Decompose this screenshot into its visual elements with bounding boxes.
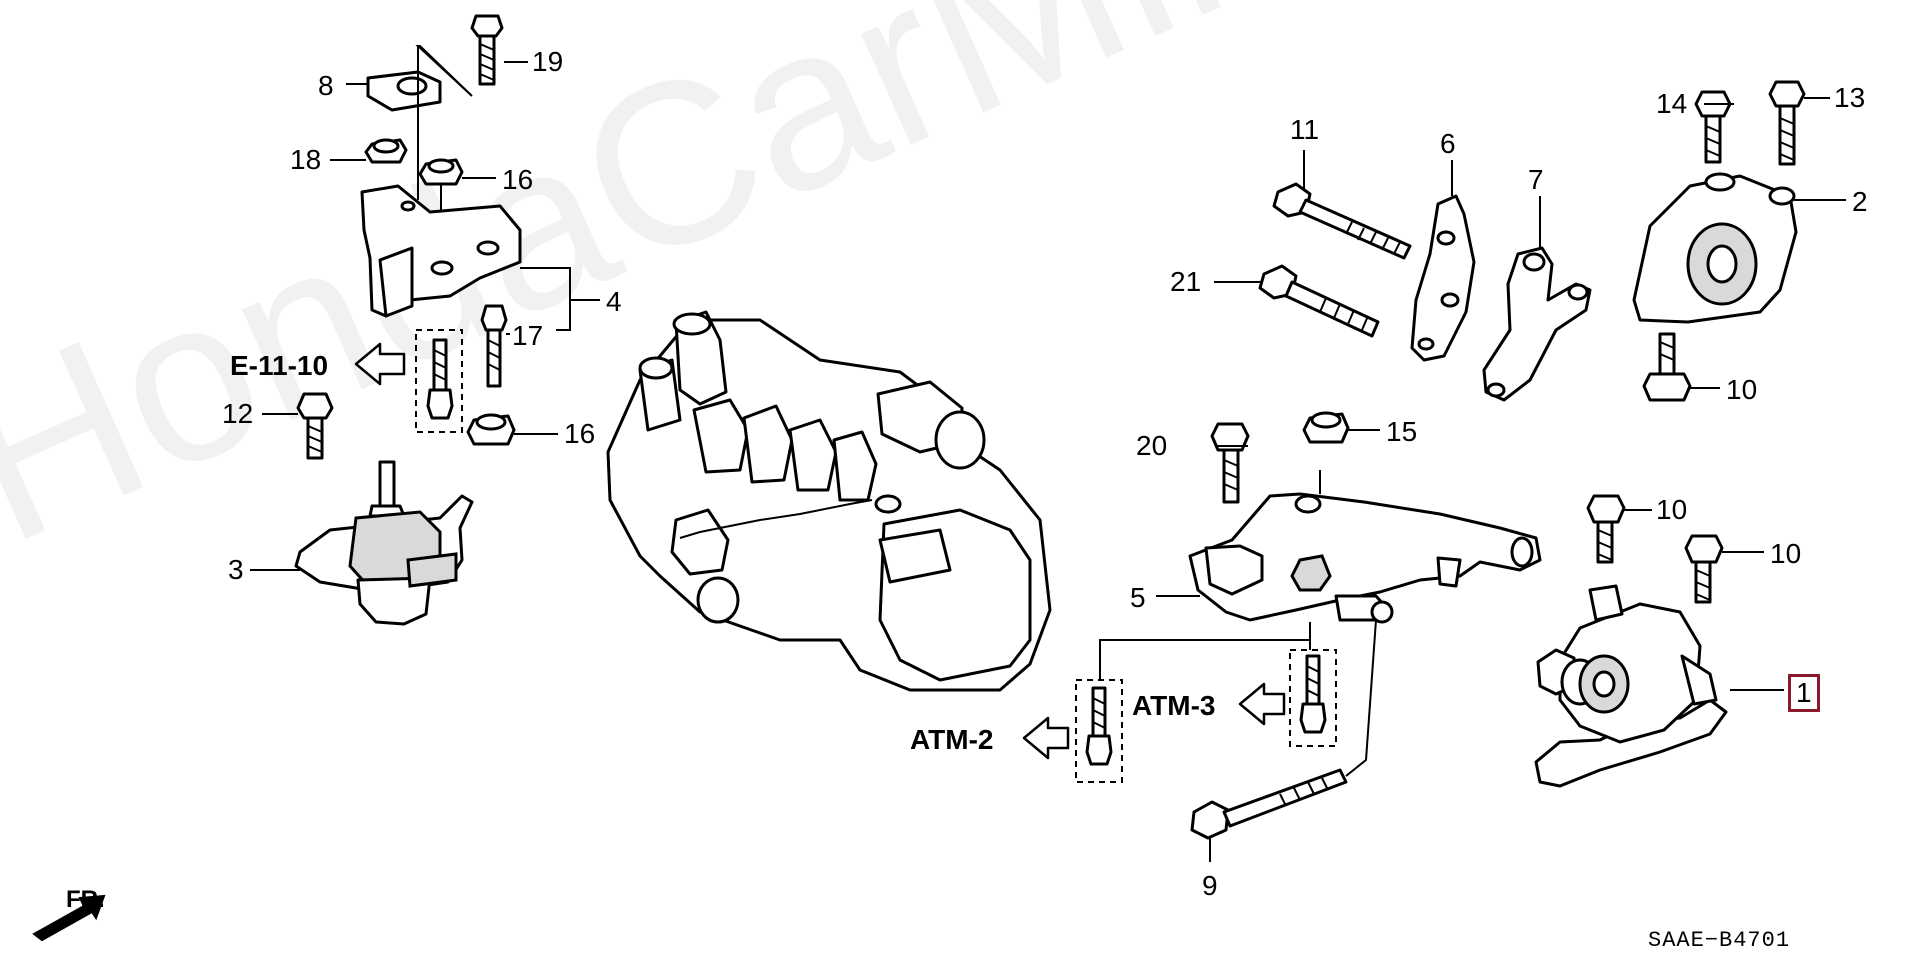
part-6-bracket[interactable] xyxy=(1410,194,1476,362)
atm-3-stud xyxy=(1299,654,1327,734)
callout-14[interactable]: 14 xyxy=(1656,88,1688,119)
callout-16-lower[interactable]: 16 xyxy=(564,418,596,449)
part-4-bracket[interactable] xyxy=(360,184,522,318)
part-12-bolt[interactable] xyxy=(296,392,334,460)
part-8-bracket[interactable] xyxy=(366,70,442,112)
leader-lines xyxy=(250,61,1846,862)
callout-2[interactable]: 2 xyxy=(1852,186,1868,217)
callout-9[interactable]: 9 xyxy=(1202,870,1218,901)
callout-17[interactable]: 17 xyxy=(512,320,544,351)
part-11-bolt[interactable] xyxy=(1272,182,1412,260)
callout-8[interactable]: 8 xyxy=(318,70,334,101)
part-17-stud[interactable] xyxy=(480,304,508,388)
callout-7[interactable]: 7 xyxy=(1528,164,1544,195)
part-3-mount[interactable] xyxy=(294,460,474,626)
callout-21[interactable]: 21 xyxy=(1170,266,1202,297)
engine-block xyxy=(606,310,1052,692)
ref-e-11-10[interactable]: E-11-10 xyxy=(230,350,329,381)
part-5-mount[interactable] xyxy=(1188,492,1542,624)
part-19-bolt[interactable] xyxy=(470,14,504,86)
callout-3[interactable]: 3 xyxy=(228,554,244,585)
callout-19[interactable]: 19 xyxy=(532,46,564,77)
callout-16-upper[interactable]: 16 xyxy=(502,164,534,195)
callout-6[interactable]: 6 xyxy=(1440,128,1456,159)
part-16-nut-upper[interactable] xyxy=(418,158,464,186)
part-7-bracket[interactable] xyxy=(1482,246,1592,402)
e-11-10-arrow[interactable] xyxy=(354,342,406,386)
front-direction-arrow xyxy=(32,894,106,942)
callout-10-a[interactable]: 10 xyxy=(1726,374,1758,405)
callout-20[interactable]: 20 xyxy=(1136,430,1168,461)
callout-10-c[interactable]: 10 xyxy=(1770,538,1802,569)
part-13-bolt[interactable] xyxy=(1768,80,1806,166)
callout-12[interactable]: 12 xyxy=(222,398,254,429)
part-10-bolt-b[interactable] xyxy=(1586,494,1626,564)
e-11-10-group-box xyxy=(415,329,463,433)
diagram-code: SAAE−B4701 xyxy=(1648,928,1791,953)
part-18-nut[interactable] xyxy=(364,138,408,164)
callout-1-highlighted[interactable]: 1 xyxy=(1788,674,1820,713)
part-16-nut-lower[interactable] xyxy=(466,413,516,446)
atm-3-arrow[interactable] xyxy=(1238,682,1286,726)
callout-10-b[interactable]: 10 xyxy=(1656,494,1688,525)
atm-2-arrow[interactable] xyxy=(1022,716,1070,760)
ref-atm-3[interactable]: ATM-3 xyxy=(1132,690,1216,721)
part-10-bolt-a[interactable] xyxy=(1642,332,1692,402)
callout-5[interactable]: 5 xyxy=(1130,582,1146,613)
callout-13[interactable]: 13 xyxy=(1834,82,1866,113)
front-direction-label: FR. xyxy=(66,886,105,913)
part-1-mount[interactable] xyxy=(1534,584,1728,788)
part-9-bolt[interactable] xyxy=(1190,768,1348,840)
part-10-bolt-c[interactable] xyxy=(1684,534,1724,604)
callout-11[interactable]: 11 xyxy=(1290,114,1320,145)
part-20-bolt[interactable] xyxy=(1210,422,1250,504)
atm-2-stud xyxy=(1085,686,1113,766)
callout-18[interactable]: 18 xyxy=(290,144,322,175)
callout-15[interactable]: 15 xyxy=(1386,416,1418,447)
callout-4[interactable]: 4 xyxy=(606,286,622,317)
part-14-bolt[interactable] xyxy=(1694,90,1732,164)
atm-3-group-box xyxy=(1289,649,1337,747)
part-21-bolt[interactable] xyxy=(1258,264,1380,338)
ref-atm-2[interactable]: ATM-2 xyxy=(910,724,994,755)
e-11-10-stud xyxy=(426,338,454,420)
part-15-nut[interactable] xyxy=(1302,411,1350,444)
part-2-mount[interactable] xyxy=(1632,172,1798,324)
